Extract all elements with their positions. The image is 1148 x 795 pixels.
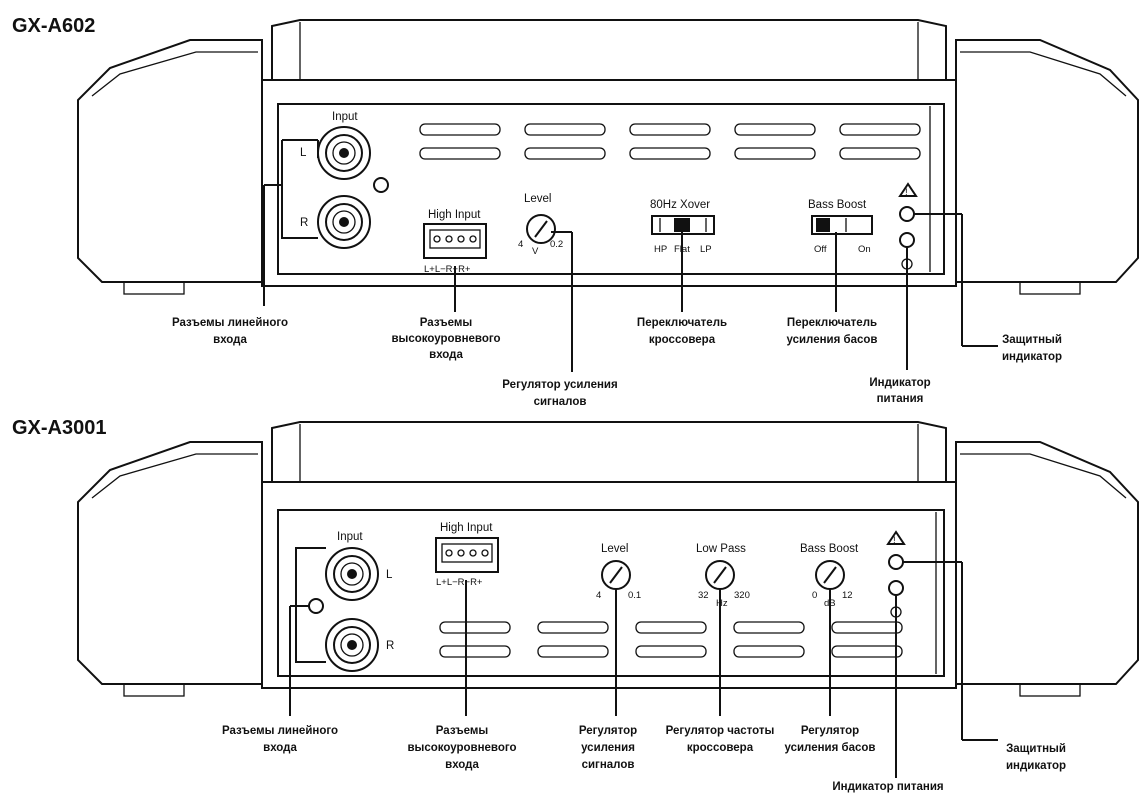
bass-boost-min: 0 xyxy=(812,590,817,601)
bass-boost-label: Bass Boost xyxy=(800,543,859,555)
input-right-label: R xyxy=(300,217,308,229)
leader-lines xyxy=(289,561,998,778)
bass-boost-switch xyxy=(811,215,873,235)
level-label: Level xyxy=(601,543,629,555)
svg-text:!: ! xyxy=(893,535,896,546)
input-label: Input xyxy=(337,531,363,543)
vent-slots xyxy=(419,123,921,160)
bass-on: On xyxy=(858,244,871,255)
left-end-cap xyxy=(77,39,263,283)
high-input-pins: L+L−R−R+ xyxy=(424,264,471,275)
input-left-label: L xyxy=(300,147,307,159)
model-title-gx-a3001: GX-A3001 xyxy=(12,417,107,439)
xover-switch xyxy=(651,215,715,235)
amplifier-gx-a602: GX-A602 Input xyxy=(12,15,1139,408)
input-left-label: L xyxy=(386,569,393,581)
level-min: 4 xyxy=(596,590,601,601)
low-pass-min: 32 xyxy=(698,590,709,601)
right-end-cap xyxy=(955,441,1139,685)
vent-slots xyxy=(439,621,903,658)
rca-right-jack xyxy=(325,618,379,672)
rca-left-jack xyxy=(325,547,379,601)
warning-triangle-icon xyxy=(886,530,906,545)
bass-off: Off xyxy=(814,244,827,255)
heatsink-top xyxy=(271,19,947,89)
warning-triangle-icon xyxy=(898,182,918,197)
xover-lp: LP xyxy=(700,244,712,255)
level-max: 0.1 xyxy=(628,590,641,601)
low-pass-unit: Hz xyxy=(716,598,728,609)
input-right-label: R xyxy=(386,640,394,652)
level-max: 0.2 xyxy=(550,239,563,250)
ground-screw xyxy=(373,177,389,193)
leader-lines xyxy=(263,184,998,372)
high-input-connector xyxy=(423,223,487,259)
svg-text:!: ! xyxy=(905,187,908,198)
high-input-label: High Input xyxy=(440,522,493,534)
rca-right-jack xyxy=(317,195,371,249)
high-input-label: High Input xyxy=(428,209,481,221)
high-input-pins: L+L−R−R+ xyxy=(436,577,483,588)
caption-power: Индикатор питания xyxy=(832,781,943,793)
left-end-cap xyxy=(77,441,263,685)
model-title-gx-a602: GX-A602 xyxy=(12,15,95,37)
bass-boost-label: Bass Boost xyxy=(808,199,867,211)
xover-hp: HP xyxy=(654,244,667,255)
xover-label: 80Hz Xover xyxy=(650,199,710,211)
low-pass-label: Low Pass xyxy=(696,543,746,555)
level-label: Level xyxy=(524,193,552,205)
level-unit: V xyxy=(532,246,539,257)
level-knob xyxy=(526,214,556,244)
right-end-cap xyxy=(955,39,1139,283)
heatsink-top xyxy=(271,421,947,491)
left-foot xyxy=(123,281,185,295)
input-label: Input xyxy=(332,111,358,123)
right-foot xyxy=(1019,683,1081,697)
bass-boost-max: 12 xyxy=(842,590,853,601)
right-foot xyxy=(1019,281,1081,295)
low-pass-max: 320 xyxy=(734,590,750,601)
rca-left-jack xyxy=(317,126,371,180)
level-min: 4 xyxy=(518,239,523,250)
control-panel xyxy=(277,103,945,275)
high-input-connector xyxy=(435,537,499,573)
left-foot xyxy=(123,683,185,697)
amplifier-gx-a3001: GX-A3001 Input L R xyxy=(12,417,1139,793)
